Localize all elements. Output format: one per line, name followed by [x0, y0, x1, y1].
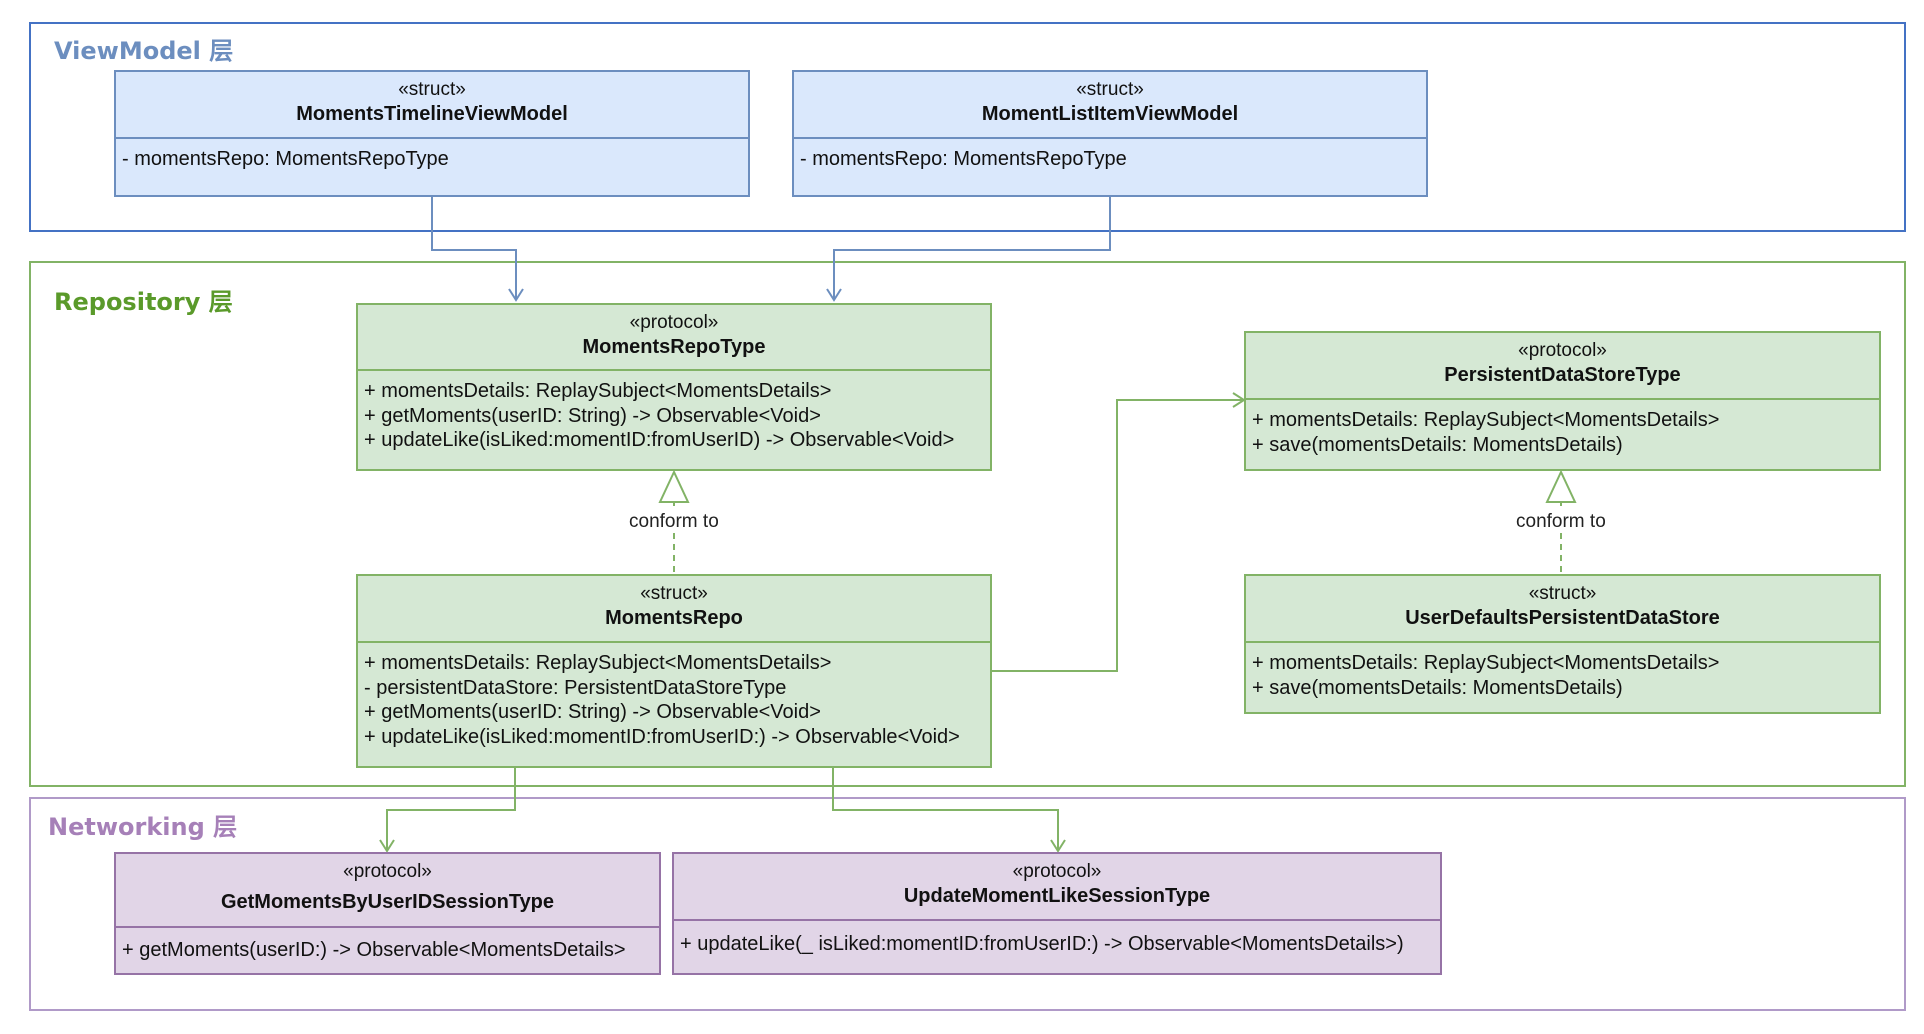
networking-layer-title: Networking 层: [48, 813, 238, 841]
class-name: PersistentDataStoreType: [1444, 364, 1681, 386]
conform-to-label-left: conform to: [627, 511, 721, 533]
class-member: + momentsDetails: ReplaySubject<MomentsD…: [364, 380, 832, 402]
class-member: - persistentDataStore: PersistentDataSto…: [364, 676, 787, 699]
repo-to-datastore-arrow: [992, 399, 1244, 672]
conform-to-label-right: conform to: [1514, 511, 1608, 533]
class-member: + getMoments(userID: String) -> Observab…: [364, 701, 821, 723]
class-persistent-data-store-type[interactable]: «protocol» PersistentDataStoreType + mom…: [1244, 331, 1881, 471]
viewmodel-layer: [29, 22, 1906, 232]
class-moments-repo-type[interactable]: «protocol» MomentsRepoType + momentsDeta…: [356, 303, 992, 471]
class-member: + getMoments(userID: String) -> Observab…: [364, 404, 821, 427]
conform-left-triangle: [658, 469, 690, 503]
class-member: + updateLike(isLiked:momentID:fromUserID…: [364, 429, 955, 451]
class-name: GetMomentsByUserIDSessionType: [220, 891, 555, 913]
stereotype: «struct»: [398, 79, 466, 100]
class-update-moment-like-session-type[interactable]: «protocol» UpdateMomentLikeSessionType +…: [672, 852, 1442, 975]
class-name: MomentListItemViewModel: [981, 103, 1239, 125]
class-name: MomentsRepo: [605, 607, 743, 629]
class-member: + updateLike(_ isLiked:momentID:fromUser…: [680, 933, 1404, 955]
repo-to-getmoments-arrow: [386, 768, 516, 851]
vm-timeline-to-repotype-arrow: [431, 197, 517, 300]
class-moments-timeline-viewmodel[interactable]: «struct» MomentsTimelineViewModel - mome…: [114, 70, 750, 197]
stereotype: «protocol»: [1518, 340, 1607, 361]
class-member: + momentsDetails: ReplaySubject<MomentsD…: [1252, 409, 1720, 431]
class-get-moments-by-userid-session-type[interactable]: «protocol» GetMomentsByUserIDSessionType…: [114, 852, 661, 975]
class-member: + save(momentsDetails: MomentsDetails): [1252, 433, 1623, 456]
class-member: + save(momentsDetails: MomentsDetails): [1252, 676, 1623, 699]
class-moment-list-item-viewmodel[interactable]: «struct» MomentListItemViewModel - momen…: [792, 70, 1428, 197]
networking-layer: [29, 797, 1906, 1011]
viewmodel-layer-title: ViewModel 层: [54, 37, 234, 65]
class-name: MomentsRepoType: [582, 336, 766, 358]
stereotype: «protocol»: [629, 312, 719, 333]
repo-to-updatelike-arrow: [832, 768, 1059, 851]
class-member: + momentsDetails: ReplaySubject<MomentsD…: [364, 652, 832, 674]
repository-layer-title: Repository 层: [54, 288, 233, 316]
conform-right-triangle: [1545, 469, 1577, 503]
class-member: + updateLike(isLiked:momentID:fromUserID…: [364, 725, 960, 748]
stereotype: «struct»: [1076, 79, 1144, 100]
class-member: + getMoments(userID:) -> Observable<Mome…: [122, 939, 626, 961]
stereotype: «protocol»: [1012, 861, 1102, 882]
stereotype: «protocol»: [343, 861, 432, 882]
stereotype: «struct»: [1528, 583, 1597, 604]
class-user-defaults-persistent-data-store[interactable]: «struct» UserDefaultsPersistentDataStore…: [1244, 574, 1881, 714]
class-member: - momentsRepo: MomentsRepoType: [122, 148, 449, 170]
class-name: UserDefaultsPersistentDataStore: [1405, 607, 1720, 629]
class-moments-repo[interactable]: «struct» MomentsRepo + momentsDetails: R…: [356, 574, 992, 768]
class-name: MomentsTimelineViewModel: [296, 103, 568, 125]
class-name: UpdateMomentLikeSessionType: [903, 885, 1211, 907]
stereotype: «struct»: [640, 583, 708, 604]
class-member: + momentsDetails: ReplaySubject<MomentsD…: [1252, 652, 1720, 674]
class-member: - momentsRepo: MomentsRepoType: [800, 148, 1127, 170]
vm-listitem-to-repotype-arrow: [833, 197, 1111, 300]
repository-layer: [29, 261, 1906, 787]
